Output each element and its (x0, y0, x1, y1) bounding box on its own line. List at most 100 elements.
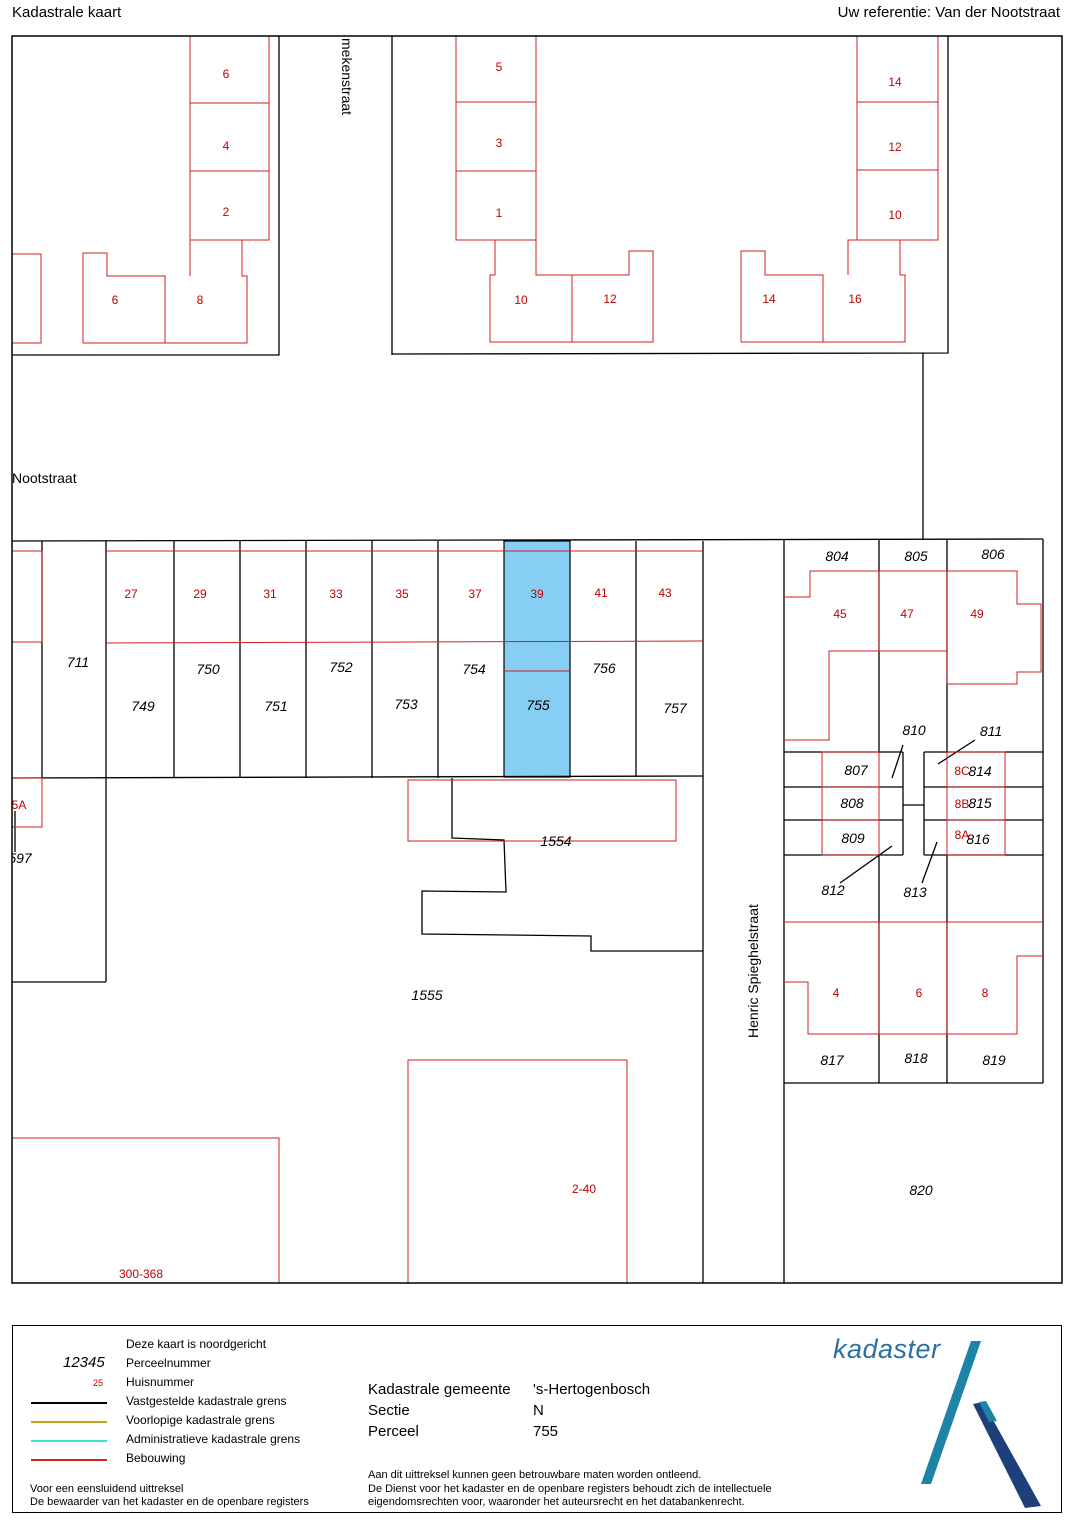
parcel-number: 753 (394, 696, 418, 712)
house-number: 31 (263, 587, 277, 601)
parcel-755-highlight[interactable] (503, 540, 571, 778)
parcel-number: 756 (592, 660, 616, 676)
perceel-label: Perceel (368, 1423, 419, 1440)
house-number: 8 (982, 986, 989, 1000)
parcel-number: 815 (968, 795, 992, 811)
parcel-number: 805 (904, 548, 928, 564)
map-frame (11, 35, 1063, 1284)
parcel-number: 1555 (411, 987, 442, 1003)
house-number: 47 (900, 607, 914, 621)
parcel-number: 752 (329, 659, 353, 675)
legend-parcel-label: Perceelnummer (126, 1356, 211, 1370)
house-number: 16 (848, 292, 862, 306)
house-number: 2-40 (572, 1182, 596, 1196)
kadaster-logo-text: kadaster (833, 1334, 941, 1364)
disclaimer-line1: Aan dit uittreksel kunnen geen betrouwba… (368, 1469, 702, 1481)
house-number: 12 (603, 292, 617, 306)
parcel-number: 755 (526, 697, 550, 713)
north-note: Deze kaart is noordgericht (126, 1337, 267, 1351)
legend-sample-house: 25 (93, 1378, 104, 1388)
gemeente-label: Kadastrale gemeente (368, 1381, 511, 1398)
house-number: 6 (223, 67, 230, 81)
legend-provisional-label: Voorlopige kadastrale grens (126, 1413, 275, 1427)
street-name: Nootstraat (12, 470, 77, 486)
house-number: 37 (468, 587, 482, 601)
parcel-number: 820 (909, 1182, 933, 1198)
parcel-number: 750 (196, 661, 220, 677)
house-number: 8 (197, 293, 204, 307)
disclaimer-line2: De Dienst voor het kadaster en de openba… (368, 1483, 772, 1495)
house-number: 2 (223, 205, 230, 219)
legend-fixed-label: Vastgestelde kadastrale grens (126, 1394, 287, 1408)
disclaimer-line3: eigendomsrechten voor, waaronder het aut… (368, 1496, 745, 1508)
sectie-value: N (533, 1402, 544, 1419)
house-number: 300-368 (119, 1267, 163, 1281)
house-number: 39 (530, 587, 544, 601)
parcel-number: 813 (903, 884, 927, 900)
certification-line2: De bewaarder van het kadaster en de open… (30, 1496, 309, 1508)
parcel-number: 751 (264, 698, 287, 714)
house-number: 5A (12, 798, 27, 812)
house-number: 6 (916, 986, 923, 1000)
gemeente-value: 's-Hertogenbosch (533, 1381, 651, 1398)
legend-fixed-line (31, 1402, 107, 1404)
buildings (12, 36, 1043, 1283)
house-number: 12 (888, 140, 902, 154)
cadastral-map[interactable]: mekenstraat Nootstraat Henric Spieghelst… (0, 0, 1080, 1300)
house-number: 45 (833, 607, 847, 621)
house-number: 3 (496, 136, 503, 150)
legend-administrative-label: Administratieve kadastrale grens (126, 1432, 301, 1446)
certification-line1: Voor een eensluidend uittreksel (30, 1483, 184, 1495)
house-number: 5 (496, 60, 503, 74)
house-number: 1 (496, 206, 503, 220)
house-number: 14 (762, 292, 776, 306)
house-number: 10 (888, 208, 902, 222)
street-name: Henric Spieghelstraat (745, 904, 761, 1038)
parcel-number: 818 (904, 1050, 928, 1066)
house-number: 10 (514, 293, 528, 307)
parcel-number: 811 (980, 723, 1002, 739)
legend-building-line (31, 1459, 107, 1461)
street-name: mekenstraat (339, 38, 355, 115)
parcel-number: 597 (8, 850, 33, 866)
house-number: 8C (954, 764, 970, 778)
parcel-number: 819 (982, 1052, 1006, 1068)
parcel-number: 810 (902, 722, 926, 738)
parcel-number: 814 (968, 763, 992, 779)
kadaster-logo-icon (921, 1341, 1041, 1508)
reference-text: Uw referentie: Van der Nootstraat (837, 4, 1060, 21)
legend-provisional-line (31, 1421, 107, 1423)
parcel-number: 817 (820, 1052, 845, 1068)
legend-sample-parcel: 12345 (63, 1354, 105, 1371)
legend-house-label: Huisnummer (126, 1375, 195, 1389)
sectie-label: Sectie (368, 1402, 410, 1419)
parcel-number: 804 (825, 548, 849, 564)
parcel-number: 711 (67, 654, 89, 670)
perceel-value: 755 (533, 1423, 559, 1440)
house-number: 43 (658, 586, 672, 600)
legend-building-label: Bebouwing (126, 1451, 186, 1465)
house-number: 49 (970, 607, 984, 621)
parcel-number: 1554 (540, 833, 571, 849)
house-number: 14 (888, 75, 902, 89)
parcel-number: 754 (462, 661, 486, 677)
house-number: 35 (395, 587, 409, 601)
house-number: 41 (594, 586, 608, 600)
house-number: 33 (329, 587, 343, 601)
parcel-number: 749 (131, 698, 155, 714)
house-number: 6 (112, 293, 119, 307)
map-title: Kadastrale kaart (12, 4, 122, 21)
house-number: 8B (955, 797, 970, 811)
parcel-number: 816 (966, 831, 990, 847)
parcel-number: 808 (840, 795, 864, 811)
house-number: 29 (193, 587, 207, 601)
parcel-number: 806 (981, 546, 1005, 562)
house-number: 27 (124, 587, 138, 601)
legend-administrative-line (31, 1440, 107, 1442)
parcel-number: 812 (821, 882, 845, 898)
parcel-number: 807 (844, 762, 869, 778)
parcel-number: 757 (663, 700, 688, 716)
house-number: 4 (833, 986, 840, 1000)
legend-panel: Deze kaart is noordgericht 12345 Perceel… (12, 1325, 1062, 1513)
house-number: 8A (955, 828, 970, 842)
